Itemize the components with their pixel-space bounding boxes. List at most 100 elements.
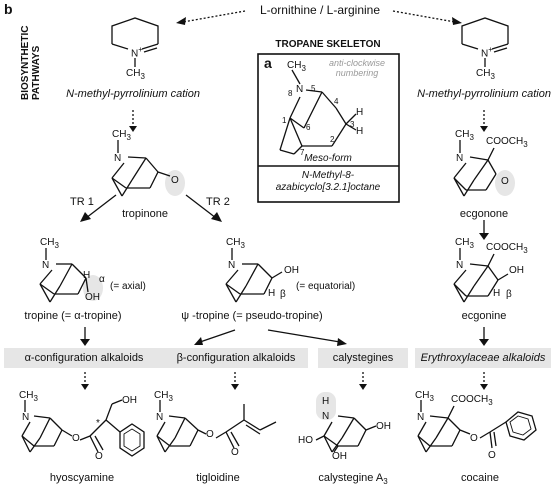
hyoscyamine-label: hyoscyamine bbox=[49, 472, 115, 484]
calystegine-label: calystegine A3 bbox=[318, 472, 388, 487]
arrow-ecgonine-down bbox=[479, 327, 489, 346]
arrow-tr2 bbox=[185, 194, 222, 222]
arrow-tropine-down bbox=[80, 327, 90, 346]
tropine-label: tropine (= α-tropine) bbox=[24, 310, 122, 322]
arrow-tr1 bbox=[80, 194, 117, 222]
calystegine-ho: HO bbox=[298, 435, 313, 446]
dotted-arrow-calystegines bbox=[359, 372, 367, 390]
tropine-alpha: α bbox=[99, 274, 105, 285]
class-erythroxylaceae: Erythroxylaceae alkaloids bbox=[415, 348, 551, 368]
skeleton-h-bottom: H bbox=[356, 126, 364, 137]
panel-a-label: a bbox=[264, 55, 272, 71]
ecgonine-structure bbox=[453, 248, 509, 303]
ecgonone-cooch3: COOCH3 bbox=[486, 136, 528, 149]
calystegine-structure bbox=[315, 392, 377, 453]
skeleton-num-3: 3 bbox=[350, 120, 355, 129]
arrow-pseudo-right bbox=[267, 329, 347, 346]
class-calystegines: calystegines bbox=[318, 348, 408, 368]
hyoscyamine-ch3: CH3 bbox=[19, 390, 38, 403]
tigloidine-o-carbonyl: O bbox=[231, 447, 239, 458]
hyoscyamine-n: N bbox=[22, 412, 30, 423]
cocaine-ch3: CH3 bbox=[415, 390, 434, 403]
tropine-h: H bbox=[83, 270, 91, 281]
cocaine-o-carbonyl: O bbox=[488, 450, 496, 461]
dotted-arrow-down-2 bbox=[480, 110, 488, 132]
pseudotropine-equatorial: (= equatorial) bbox=[296, 281, 356, 292]
tropine-oh: OH bbox=[85, 292, 100, 303]
tigloidine-label: tigloidine bbox=[196, 472, 240, 484]
pyrrolinium-ch3-right: CH3 bbox=[476, 68, 495, 81]
precursors-label: L-ornithine / L-arginine bbox=[259, 3, 381, 17]
skeleton-num-1: 1 bbox=[282, 116, 287, 125]
tropinone-o: O bbox=[171, 175, 179, 186]
dotted-arrow-left bbox=[176, 10, 246, 25]
pseudotropine-oh: OH bbox=[284, 265, 299, 276]
skeleton-num-7: 7 bbox=[300, 148, 305, 157]
tropinone-label: tropinone bbox=[122, 208, 168, 220]
pyrrolinium-ch3-left: CH3 bbox=[126, 68, 145, 81]
skeleton-form: Meso-form bbox=[304, 153, 352, 164]
pyrrolinium-ring-left bbox=[111, 17, 159, 67]
skeleton-num-2: 2 bbox=[330, 135, 335, 144]
hyoscyamine-structure bbox=[21, 399, 145, 457]
panel-b-label: b bbox=[4, 1, 13, 17]
skeleton-structure bbox=[279, 69, 357, 155]
hyoscyamine-o-carbonyl: O bbox=[95, 451, 103, 462]
ecgonine-oh: OH bbox=[509, 265, 524, 276]
dotted-arrow-beta bbox=[231, 372, 239, 390]
tr1-label: TR 1 bbox=[70, 196, 94, 208]
tropine-axial: (= axial) bbox=[110, 281, 146, 292]
class-beta: β-configuration alkaloids bbox=[164, 348, 308, 368]
tropine-structure bbox=[39, 248, 103, 303]
pyrrolinium-ring-right bbox=[461, 17, 509, 67]
skeleton-h-top: H bbox=[356, 107, 364, 118]
calystegine-h: H bbox=[322, 396, 330, 407]
cocaine-structure bbox=[417, 400, 537, 453]
skeleton-num-6: 6 bbox=[306, 123, 311, 132]
pseudotropine-structure bbox=[225, 248, 283, 303]
pseudotropine-h: H bbox=[268, 288, 276, 299]
arrow-pseudo-left bbox=[194, 329, 236, 345]
ecgonone-o: O bbox=[501, 176, 509, 187]
cocaine-label: cocaine bbox=[461, 472, 499, 484]
skeleton-num-5: 5 bbox=[311, 84, 316, 93]
tigloidine-o-ester: O bbox=[206, 429, 214, 440]
ecgonone-label: ecgonone bbox=[459, 208, 509, 220]
skeleton-title: TROPANE SKELETON bbox=[275, 39, 381, 50]
skeleton-n: N bbox=[296, 84, 304, 95]
cocaine-cooch3: COOCH3 bbox=[451, 394, 493, 407]
tigloidine-structure bbox=[156, 400, 277, 453]
ecgonine-h: H bbox=[493, 288, 501, 299]
tropinone-n: N bbox=[114, 153, 122, 164]
hyoscyamine-star: * bbox=[96, 418, 100, 429]
skeleton-num-8: 8 bbox=[288, 89, 293, 98]
dotted-arrow-alpha bbox=[81, 372, 89, 390]
hyoscyamine-oh: OH bbox=[122, 395, 137, 406]
ecgonine-cooch3: COOCH3 bbox=[486, 242, 528, 255]
pseudotropine-label: ψ -tropine (= pseudo-tropine) bbox=[181, 310, 323, 322]
calystegine-oh-1: OH bbox=[376, 421, 391, 432]
cation-label-left: N-methyl-pyrrolinium cation bbox=[66, 88, 200, 100]
arrow-ecgonone-to-ecgonine bbox=[479, 220, 489, 240]
pyrrolinium-n-right: N+ bbox=[481, 45, 493, 60]
cation-label-right: N-methyl-pyrrolinium cation bbox=[417, 88, 551, 100]
tropine-n: N bbox=[42, 260, 50, 271]
tigloidine-n: N bbox=[156, 412, 164, 423]
dotted-arrow-down-1 bbox=[129, 110, 137, 132]
pseudotropine-ch3: CH3 bbox=[226, 237, 245, 250]
ecgonine-beta: β bbox=[506, 289, 512, 300]
hyoscyamine-o-ester: O bbox=[72, 433, 80, 444]
ecgonine-ch3: CH3 bbox=[455, 237, 474, 250]
dotted-arrow-right bbox=[392, 10, 462, 25]
skeleton-box bbox=[257, 53, 400, 203]
pseudotropine-beta: β bbox=[280, 289, 286, 300]
ecgonine-label: ecgonine bbox=[461, 310, 507, 322]
ecgonone-ch3: CH3 bbox=[455, 129, 474, 142]
ecgonine-n: N bbox=[456, 260, 464, 271]
skeleton-num-4: 4 bbox=[334, 97, 339, 106]
calystegine-n: N bbox=[322, 411, 330, 422]
skeleton-note: anti-clockwise numbering bbox=[328, 58, 386, 78]
cocaine-o-ester: O bbox=[470, 433, 478, 444]
tropinone-structure bbox=[111, 140, 185, 197]
class-alpha: α-configuration alkaloids bbox=[4, 348, 164, 368]
